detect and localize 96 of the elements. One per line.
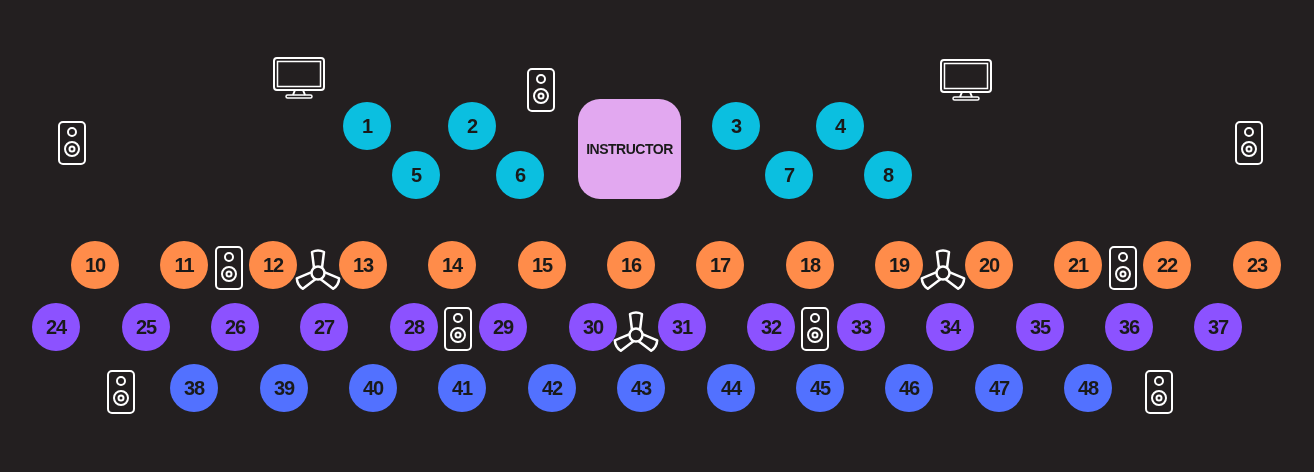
seat-number: 47 bbox=[988, 378, 1010, 398]
seat-circle bbox=[496, 151, 544, 199]
seat-circle bbox=[170, 364, 218, 412]
seat-number: 18 bbox=[799, 255, 821, 275]
seat-number: 46 bbox=[898, 378, 920, 398]
seat-circle bbox=[1143, 241, 1191, 289]
seat-circle bbox=[349, 364, 397, 412]
seat-circle bbox=[392, 151, 440, 199]
seat-circle bbox=[448, 102, 496, 150]
seat-circle bbox=[864, 151, 912, 199]
seat-circle bbox=[1105, 303, 1153, 351]
seat-circle bbox=[339, 241, 387, 289]
seat-circle bbox=[32, 303, 80, 351]
seat-circle bbox=[122, 303, 170, 351]
seat-circle bbox=[528, 364, 576, 412]
seat-number: 34 bbox=[939, 317, 961, 337]
seat-number: 13 bbox=[352, 255, 374, 275]
seat-circle bbox=[479, 303, 527, 351]
seat-circle bbox=[975, 364, 1023, 412]
seat-circle bbox=[617, 364, 665, 412]
seat-circle bbox=[211, 303, 259, 351]
seat-circle bbox=[707, 364, 755, 412]
seat-number: 26 bbox=[224, 317, 246, 337]
seat-number: 14 bbox=[441, 255, 463, 275]
seat-circle bbox=[816, 102, 864, 150]
seat-circle bbox=[1064, 364, 1112, 412]
seat-number: 4 bbox=[834, 116, 846, 136]
seat-number: 25 bbox=[135, 317, 157, 337]
seat-circle bbox=[926, 303, 974, 351]
seat-circle bbox=[1194, 303, 1242, 351]
seat-number: 32 bbox=[760, 317, 782, 337]
seat-circle bbox=[885, 364, 933, 412]
seat-number: 17 bbox=[709, 255, 731, 275]
seat-number: 22 bbox=[1156, 255, 1178, 275]
seat-circle bbox=[343, 102, 391, 150]
seat-circle bbox=[71, 241, 119, 289]
seat-number: 19 bbox=[888, 255, 910, 275]
seat-circle bbox=[658, 303, 706, 351]
seat-circle bbox=[875, 241, 923, 289]
seat-circle bbox=[1233, 241, 1281, 289]
seat-number: 1 bbox=[361, 116, 373, 136]
seat-number: 42 bbox=[541, 378, 563, 398]
seat-circle bbox=[696, 241, 744, 289]
seat-circle bbox=[260, 364, 308, 412]
seat-number: 43 bbox=[630, 378, 652, 398]
seat-number: 6 bbox=[514, 165, 526, 185]
seat-circle bbox=[300, 303, 348, 351]
seat-number: 28 bbox=[403, 317, 425, 337]
seat-circle bbox=[569, 303, 617, 351]
seat-number: 7 bbox=[783, 165, 795, 185]
seat-circle bbox=[837, 303, 885, 351]
seat-number: 31 bbox=[671, 317, 693, 337]
seat-circle bbox=[747, 303, 795, 351]
seat-circle bbox=[712, 102, 760, 150]
seat-number: 45 bbox=[809, 378, 831, 398]
seat-number: 2 bbox=[466, 116, 478, 136]
seat-number: 20 bbox=[978, 255, 1000, 275]
seat-number: 3 bbox=[730, 116, 742, 136]
desk-label: INSTRUCTOR bbox=[586, 142, 673, 156]
seat-circle bbox=[765, 151, 813, 199]
seat-circle bbox=[249, 241, 297, 289]
seat-number: 23 bbox=[1246, 255, 1268, 275]
seat-number: 29 bbox=[492, 317, 514, 337]
seat-number: 30 bbox=[582, 317, 604, 337]
seat-number: 48 bbox=[1077, 378, 1099, 398]
seat-number: 44 bbox=[720, 378, 742, 398]
seat-circle bbox=[607, 241, 655, 289]
seat-circle bbox=[518, 241, 566, 289]
seat-number: 8 bbox=[882, 165, 894, 185]
seat-number: 33 bbox=[850, 317, 872, 337]
seat-number: 27 bbox=[313, 317, 335, 337]
seat-circle bbox=[796, 364, 844, 412]
seat-number: 15 bbox=[531, 255, 553, 275]
seat-number: 36 bbox=[1118, 317, 1140, 337]
seat-number: 39 bbox=[273, 378, 295, 398]
instructor-desk bbox=[578, 99, 681, 199]
seat-number: 40 bbox=[362, 378, 384, 398]
seat-number: 38 bbox=[183, 378, 205, 398]
seat-circle bbox=[160, 241, 208, 289]
seat-number: 21 bbox=[1067, 255, 1089, 275]
seat-number: 10 bbox=[84, 255, 106, 275]
seat-number: 5 bbox=[410, 165, 422, 185]
seat-circle bbox=[428, 241, 476, 289]
seat-number: 11 bbox=[174, 255, 194, 275]
seat-circle bbox=[1054, 241, 1102, 289]
seat-number: 16 bbox=[620, 255, 642, 275]
seat-circle bbox=[1016, 303, 1064, 351]
seat-circle bbox=[438, 364, 486, 412]
seat-circle bbox=[390, 303, 438, 351]
seat-circle bbox=[965, 241, 1013, 289]
seat-number: 24 bbox=[45, 317, 67, 337]
seat-number: 41 bbox=[451, 378, 473, 398]
seat-number: 35 bbox=[1029, 317, 1051, 337]
seat-circle bbox=[786, 241, 834, 289]
seat-number: 12 bbox=[262, 255, 284, 275]
seat-number: 37 bbox=[1207, 317, 1229, 337]
